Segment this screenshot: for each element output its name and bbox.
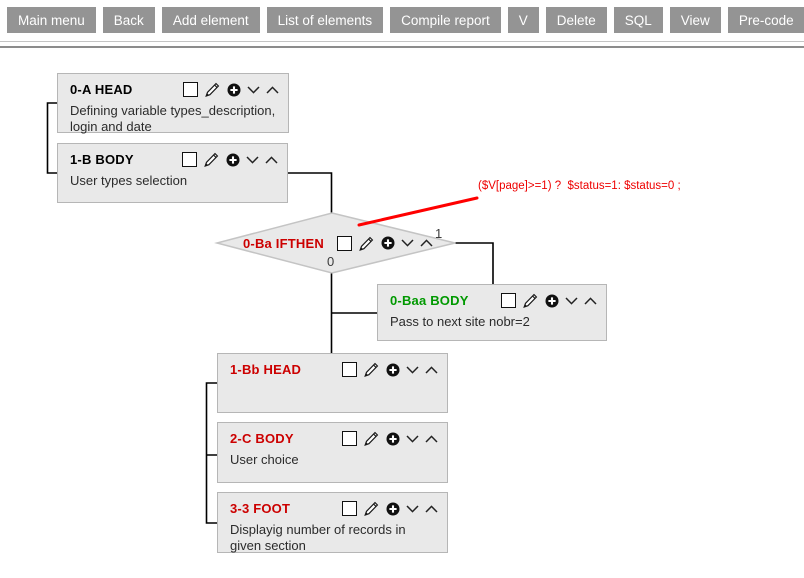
- v-button[interactable]: V: [507, 7, 539, 33]
- node-title: 3-3 FOOT: [230, 501, 291, 516]
- edit-pencil-icon[interactable]: [363, 430, 380, 447]
- node-controls: [183, 81, 279, 98]
- move-up-icon[interactable]: [425, 505, 438, 513]
- move-down-icon[interactable]: [406, 435, 419, 443]
- node-controls: [342, 430, 438, 447]
- move-up-icon[interactable]: [425, 366, 438, 374]
- node-title: 0-Ba IFTHEN: [243, 235, 324, 251]
- node-header: 1-B BODY: [58, 144, 287, 168]
- edit-pencil-icon[interactable]: [358, 235, 375, 252]
- edit-pencil-icon[interactable]: [204, 81, 221, 98]
- move-down-icon[interactable]: [406, 366, 419, 374]
- add-icon[interactable]: [381, 236, 395, 250]
- add-icon[interactable]: [545, 294, 559, 308]
- node-description: Defining variable types_description, log…: [70, 103, 276, 134]
- select-checkbox[interactable]: [342, 362, 357, 377]
- connector-1bb-2c-33: [205, 382, 217, 524]
- ifthen-diamond-shape[interactable]: [214, 212, 456, 274]
- branch-true-label: 1: [435, 226, 443, 241]
- connector-1b-ifthen: [288, 172, 333, 213]
- pre-code-button[interactable]: Pre-code: [727, 7, 804, 33]
- condition-annotation: ($V[page]>=1) ? $status=1: $status=0 ;: [478, 180, 681, 192]
- add-icon[interactable]: [226, 153, 240, 167]
- toolbar-divider-shadow: [0, 46, 804, 48]
- move-up-icon[interactable]: [425, 435, 438, 443]
- node-header: 0-A HEAD: [58, 74, 288, 98]
- edit-pencil-icon[interactable]: [363, 500, 380, 517]
- edit-pencil-icon[interactable]: [522, 292, 539, 309]
- node-title: 1-B BODY: [70, 152, 134, 167]
- main-menu-button[interactable]: Main menu: [7, 7, 96, 33]
- edit-pencil-icon[interactable]: [363, 361, 380, 378]
- list-of-elements-button[interactable]: List of elements: [266, 7, 384, 33]
- node-description: User choice: [230, 452, 299, 467]
- node-controls: [501, 292, 597, 309]
- node-header: 0-Baa BODY: [378, 285, 606, 309]
- move-down-icon[interactable]: [565, 297, 578, 305]
- add-icon[interactable]: [227, 83, 241, 97]
- node-header: 3-3 FOOT: [218, 493, 447, 517]
- node-1-bb-head[interactable]: 1-Bb HEAD: [217, 353, 448, 413]
- view-button[interactable]: View: [669, 7, 721, 33]
- move-down-icon[interactable]: [246, 156, 259, 164]
- connector-0a-1b: [46, 102, 57, 174]
- add-icon[interactable]: [386, 363, 400, 377]
- move-up-icon[interactable]: [265, 156, 278, 164]
- node-description: User types selection: [70, 173, 188, 188]
- node-description: Displayig number of records in given sec…: [230, 522, 406, 553]
- move-up-icon[interactable]: [584, 297, 597, 305]
- node-header: 1-Bb HEAD: [218, 354, 447, 378]
- move-up-icon[interactable]: [420, 239, 433, 247]
- edit-pencil-icon[interactable]: [203, 151, 220, 168]
- back-button[interactable]: Back: [102, 7, 155, 33]
- compile-report-button[interactable]: Compile report: [390, 7, 501, 33]
- annotation-pointer-line: [357, 196, 479, 227]
- node-title: 2-C BODY: [230, 431, 294, 446]
- node-controls: [182, 151, 278, 168]
- node-0-ba-ifthen[interactable]: 0-Ba IFTHEN: [217, 214, 456, 272]
- select-checkbox[interactable]: [337, 235, 352, 251]
- node-title: 1-Bb HEAD: [230, 362, 302, 377]
- node-0-baa-body[interactable]: 0-Baa BODY Pass to next site nobr=2: [377, 284, 607, 341]
- move-down-icon[interactable]: [247, 86, 260, 94]
- node-controls: [342, 500, 438, 517]
- branch-false-label: 0: [327, 254, 335, 269]
- connector-ifthen-0baa: [455, 242, 494, 284]
- toolbar: Main menu Back Add element List of eleme…: [7, 7, 804, 33]
- move-down-icon[interactable]: [401, 239, 414, 247]
- node-0-a-head[interactable]: 0-A HEAD Defining variable types_descrip…: [57, 73, 289, 134]
- node-2-c-body[interactable]: 2-C BODY User choice: [217, 422, 448, 483]
- sql-button[interactable]: SQL: [613, 7, 663, 33]
- select-checkbox[interactable]: [342, 431, 357, 446]
- node-header: 2-C BODY: [218, 423, 447, 447]
- add-element-button[interactable]: Add element: [161, 7, 260, 33]
- toolbar-divider: [0, 41, 804, 42]
- node-3-3-foot[interactable]: 3-3 FOOT Displayig number of records in …: [217, 492, 448, 553]
- node-title: 0-Baa BODY: [390, 293, 469, 308]
- move-up-icon[interactable]: [266, 86, 279, 94]
- delete-button[interactable]: Delete: [545, 7, 607, 33]
- node-description: Pass to next site nobr=2: [390, 314, 530, 329]
- node-controls: [337, 235, 433, 252]
- select-checkbox[interactable]: [501, 293, 516, 308]
- move-down-icon[interactable]: [406, 505, 419, 513]
- node-controls: [342, 361, 438, 378]
- add-icon[interactable]: [386, 432, 400, 446]
- node-1-b-body[interactable]: 1-B BODY User types selection: [57, 143, 288, 203]
- select-checkbox[interactable]: [183, 82, 198, 97]
- select-checkbox[interactable]: [182, 152, 197, 167]
- add-icon[interactable]: [386, 502, 400, 516]
- select-checkbox[interactable]: [342, 501, 357, 516]
- node-title: 0-A HEAD: [70, 82, 133, 97]
